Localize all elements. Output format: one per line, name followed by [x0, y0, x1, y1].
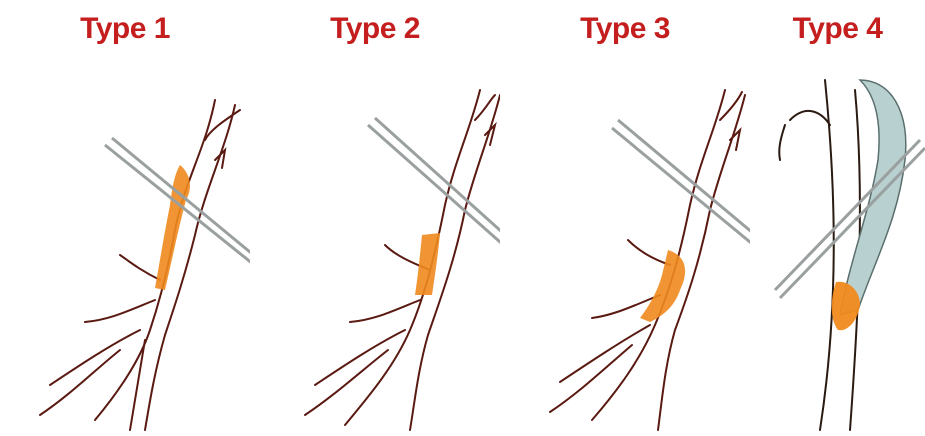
lesion-highlight — [415, 233, 440, 295]
vessel-drawing-2 — [250, 0, 500, 436]
vessel-drawing-3 — [500, 0, 750, 436]
panel-type-2: Type 2 — [250, 0, 500, 436]
panel-type-1: Type 1 — [0, 0, 250, 436]
vessel-drawing-4 — [750, 0, 925, 436]
segmented-structure — [840, 80, 906, 315]
panel-type-4: Type 4 — [750, 0, 925, 436]
vessel-drawing-1 — [0, 0, 250, 436]
instrument-tube — [105, 138, 250, 268]
lesion-highlight — [640, 250, 685, 322]
panel-type-3: Type 3 — [500, 0, 750, 436]
